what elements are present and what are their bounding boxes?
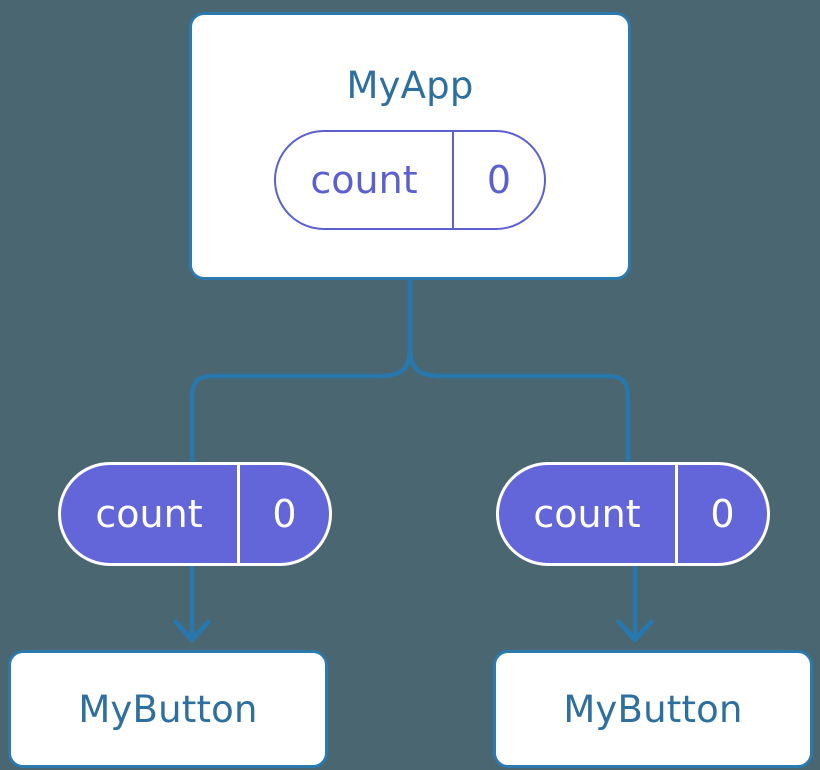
state-pill-key: count bbox=[533, 492, 641, 536]
component-node-myapp[interactable]: MyApp count 0 bbox=[189, 12, 631, 280]
connector-root-to-right-pill bbox=[407, 277, 631, 473]
state-pill-value: 0 bbox=[237, 465, 329, 563]
state-pill-value: 0 bbox=[452, 132, 544, 228]
state-pill-right[interactable]: count 0 bbox=[496, 462, 770, 566]
state-pill-value: 0 bbox=[675, 465, 767, 563]
state-pill-key: count bbox=[95, 492, 203, 536]
arrow-head-right bbox=[616, 619, 654, 643]
component-title-myapp: MyApp bbox=[346, 64, 474, 107]
state-pill-left[interactable]: count 0 bbox=[58, 462, 332, 566]
state-pill-key: count bbox=[310, 158, 418, 202]
component-node-mybutton-left[interactable]: MyButton bbox=[8, 650, 328, 768]
connector-root-to-left-pill bbox=[189, 277, 413, 473]
component-node-mybutton-right[interactable]: MyButton bbox=[493, 650, 813, 768]
arrow-head-left bbox=[173, 619, 211, 643]
state-pill-myapp[interactable]: count 0 bbox=[274, 130, 546, 230]
component-title-mybutton: MyButton bbox=[563, 687, 743, 731]
component-title-mybutton: MyButton bbox=[78, 687, 258, 731]
